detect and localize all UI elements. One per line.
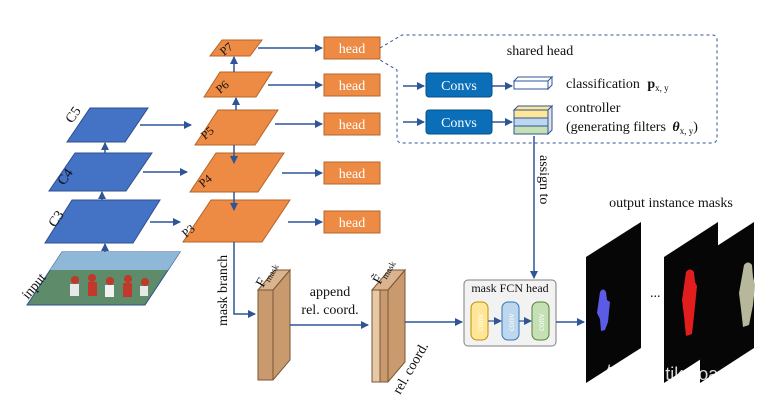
append-rel-coord-label: rel. coord. <box>301 303 358 318</box>
classification-label: classification px, y <box>566 77 669 93</box>
p6-plane <box>203 71 273 98</box>
p4-plane <box>189 152 285 193</box>
controller-detail: (generating filters θx, y) <box>566 120 698 136</box>
head-p6-label: head <box>339 79 365 94</box>
mask-fcn-head: mask FCN head conv conv conv <box>463 279 585 347</box>
watermark: 知乎 @tik boa <box>606 364 719 384</box>
head-p5 <box>323 112 381 136</box>
head-p5-label: head <box>339 118 365 133</box>
shared-head-dashed-border <box>379 34 718 144</box>
output-ellipsis: ... <box>650 286 661 301</box>
head-p3 <box>323 210 381 234</box>
p5-plane <box>194 109 279 146</box>
controller-output <box>512 104 554 136</box>
input-image-people <box>70 274 149 297</box>
mask-fcn-title: mask FCN head <box>471 281 548 295</box>
conv-green-label: conv <box>536 313 546 331</box>
head-p6 <box>323 73 381 97</box>
shared-head-title: shared head <box>507 44 573 59</box>
output-mask-1 <box>586 222 641 383</box>
heads: head head head head head <box>258 36 381 234</box>
head-p7-label: head <box>339 42 365 57</box>
input-image-sky <box>50 252 180 270</box>
lateral-connections <box>140 121 192 226</box>
output-mask-2-person <box>682 269 697 336</box>
convs-ctrl-block <box>425 109 493 135</box>
fpn: P7 P6 P5 P4 P3 <box>179 39 291 243</box>
c5-plane <box>66 107 149 143</box>
output-title: output instance masks <box>609 196 733 211</box>
controller-label: controller <box>566 101 621 116</box>
c4-plane <box>48 152 153 192</box>
conv-blue-label: conv <box>506 313 516 331</box>
append-label: append <box>310 285 350 300</box>
head-p3-label: head <box>339 216 365 231</box>
convs-cls-block <box>425 72 493 98</box>
conv-yellow-label: conv <box>475 313 485 331</box>
classification-output <box>512 75 554 91</box>
c3-plane <box>44 199 161 244</box>
output-mask-3-person <box>739 262 755 327</box>
output-masks: output instance masks ... <box>586 196 755 383</box>
mask-branch: mask branch Fmask append rel. coord. F̃m… <box>216 242 463 397</box>
mask-branch-label: mask branch <box>216 255 231 326</box>
p3-plane <box>182 199 291 243</box>
shared-head: shared head Convs Convs classification p… <box>379 34 718 144</box>
p7-plane <box>209 39 263 57</box>
head-p4 <box>323 161 381 185</box>
head-p4-label: head <box>339 167 365 182</box>
backbone: C5 C4 C3 input <box>20 104 181 306</box>
convs-cls-label: Convs <box>441 79 477 94</box>
assign-label: assign to <box>536 155 551 204</box>
output-mask-3 <box>700 222 754 383</box>
conv-green <box>531 301 550 341</box>
convs-ctrl-label: Convs <box>441 116 477 131</box>
output-mask-1-person <box>597 289 610 331</box>
